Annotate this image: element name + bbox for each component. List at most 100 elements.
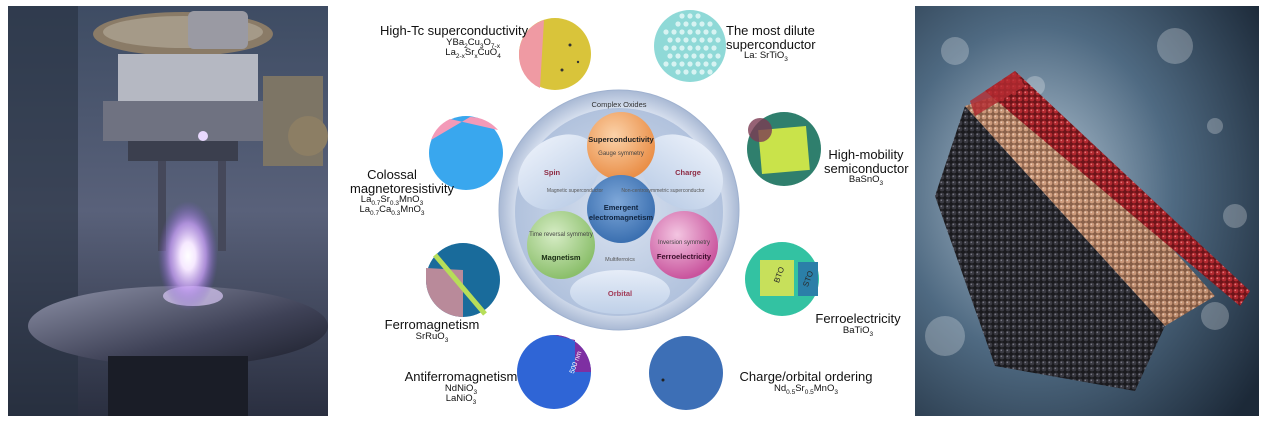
pattern-dot	[699, 21, 705, 27]
dilute-sc-inset	[654, 10, 726, 82]
pattern-dot	[687, 13, 693, 19]
spin-label: Spin	[544, 168, 561, 177]
center-line1: Emergent	[604, 203, 639, 212]
pattern-dot	[679, 13, 685, 19]
pattern-dot	[679, 45, 685, 51]
cmr-inset	[429, 116, 503, 190]
cmr-label: Colossal magnetoresistivity La0.7Sr0.3Mn…	[350, 167, 455, 218]
pattern-dot	[703, 61, 709, 67]
pattern-dot	[687, 61, 693, 67]
pattern-dot	[663, 61, 669, 67]
pattern-dot	[711, 61, 717, 67]
pattern-dot	[695, 45, 701, 51]
co-order-formula: Nd0.5Sr0.5MnO3	[774, 382, 838, 396]
complex-oxides-diagram: Complex Oxides Superconductivity Gauge s…	[330, 0, 914, 424]
pattern-dot	[667, 37, 673, 43]
dilute-sc-label: The most dilute superconductor La: SrTiO…	[726, 23, 816, 64]
pattern-dot	[687, 45, 693, 51]
co-order-inset	[649, 336, 723, 410]
pattern-dot	[691, 69, 697, 75]
charge-lobe	[641, 134, 723, 210]
outer-label: Complex Oxides	[591, 100, 646, 109]
hmsc-inset	[747, 112, 821, 186]
pattern-dot	[679, 29, 685, 35]
ferroel-formula: BaTiO3	[842, 324, 874, 338]
pattern-dot	[683, 37, 689, 43]
pattern-dot	[703, 45, 709, 51]
hmsc-formula: BaSnO3	[848, 174, 884, 188]
high-tc-label: High-Tc superconductivity YBa2Cu3O7-x La…	[380, 23, 529, 60]
noncentro-sc-label: Non-centrosymmetric superconductor	[621, 188, 705, 194]
superconductivity-sub: Gauge symmetry	[598, 151, 644, 157]
pattern-dot	[715, 37, 721, 43]
magnetism-title: Magnetism	[541, 253, 581, 262]
pattern-dot	[675, 53, 681, 59]
ferroel-inset: BTO STO	[745, 242, 819, 316]
pattern-dot	[691, 21, 697, 27]
afm-inset: 500 nm	[517, 335, 591, 409]
pattern-dot	[699, 53, 705, 59]
pattern-dot	[675, 37, 681, 43]
diagram-graphics: Complex Oxides Superconductivity Gauge s…	[426, 10, 821, 410]
dilute-sc-formula: La: SrTiO3	[744, 50, 788, 64]
pattern-dot	[711, 29, 717, 35]
ferroelectricity-sub: Inversion symmetry	[658, 240, 710, 246]
pattern-dot	[707, 53, 713, 59]
center-line2: electromagnetism	[589, 213, 654, 222]
atomic-structure-render	[915, 6, 1259, 416]
pattern-dot	[715, 53, 721, 59]
co-order-label: Charge/orbital ordering Nd0.5Sr0.5MnO3	[734, 370, 878, 396]
pattern-dot	[699, 69, 705, 75]
magnetism-node	[527, 211, 595, 279]
cmr-formula1: La0.7Sr0.3MnO3	[360, 194, 424, 208]
pattern-dot	[667, 53, 673, 59]
ferroel-label: Ferroelectricity BaTiO3	[808, 312, 908, 338]
pattern-dot	[683, 53, 689, 59]
afm-formula2: LaNiO3	[445, 392, 477, 406]
pattern-dot	[691, 37, 697, 43]
hmsc-label: High-mobility semiconductor BaSnO3	[824, 147, 909, 188]
ferroelectricity-node	[650, 211, 718, 279]
pattern-dot	[683, 69, 689, 75]
magnetism-sub: Time reversal symmetry	[529, 232, 593, 238]
ferromag-formula: SrRuO3	[415, 330, 449, 344]
cmr-formula2: La0.7Ca0.3MnO3	[359, 204, 425, 218]
afm-formula1: NdNiO3	[444, 382, 478, 396]
pattern-dot	[695, 61, 701, 67]
pattern-dot	[663, 29, 669, 35]
ferromag-inset	[426, 243, 500, 317]
pattern-dot	[707, 21, 713, 27]
pattern-dot	[675, 21, 681, 27]
pattern-dot	[683, 21, 689, 27]
high-tc-inset	[518, 18, 591, 90]
high-tc-formula2: La2-xSrxCuO4	[445, 46, 501, 60]
pattern-dot	[671, 29, 677, 35]
orbital-label: Orbital	[608, 289, 632, 298]
charge-label: Charge	[675, 168, 701, 177]
pattern-dot	[675, 69, 681, 75]
deposition-chamber-photo	[8, 6, 328, 416]
orbital-lobe	[570, 270, 670, 314]
pattern-dot	[695, 13, 701, 19]
pattern-dot	[687, 29, 693, 35]
pattern-dot	[695, 29, 701, 35]
spin-lobe	[518, 134, 600, 210]
pattern-dot	[711, 45, 717, 51]
superconductivity-node	[587, 112, 655, 180]
pattern-dot	[671, 45, 677, 51]
pattern-dot	[707, 37, 713, 43]
afm-label: Antiferromagnetism NdNiO3 LaNiO3	[402, 370, 520, 406]
center-node	[587, 175, 655, 243]
multiferroics-label: Multiferroics	[605, 257, 635, 263]
ferromag-label: Ferromagnetism SrRuO3	[378, 318, 486, 344]
pattern-dot	[679, 61, 685, 67]
pattern-dot	[691, 53, 697, 59]
pattern-dot	[671, 61, 677, 67]
ferroelectricity-title: Ferroelectricity	[657, 252, 712, 261]
high-tc-formula1: YBa2Cu3O7-x	[446, 36, 500, 50]
magnetic-sc-label: Magnetic superconductor	[547, 188, 603, 194]
pattern-dot	[707, 69, 713, 75]
superconductivity-title: Superconductivity	[588, 135, 654, 144]
pattern-dot	[699, 37, 705, 43]
pattern-dot	[663, 45, 669, 51]
